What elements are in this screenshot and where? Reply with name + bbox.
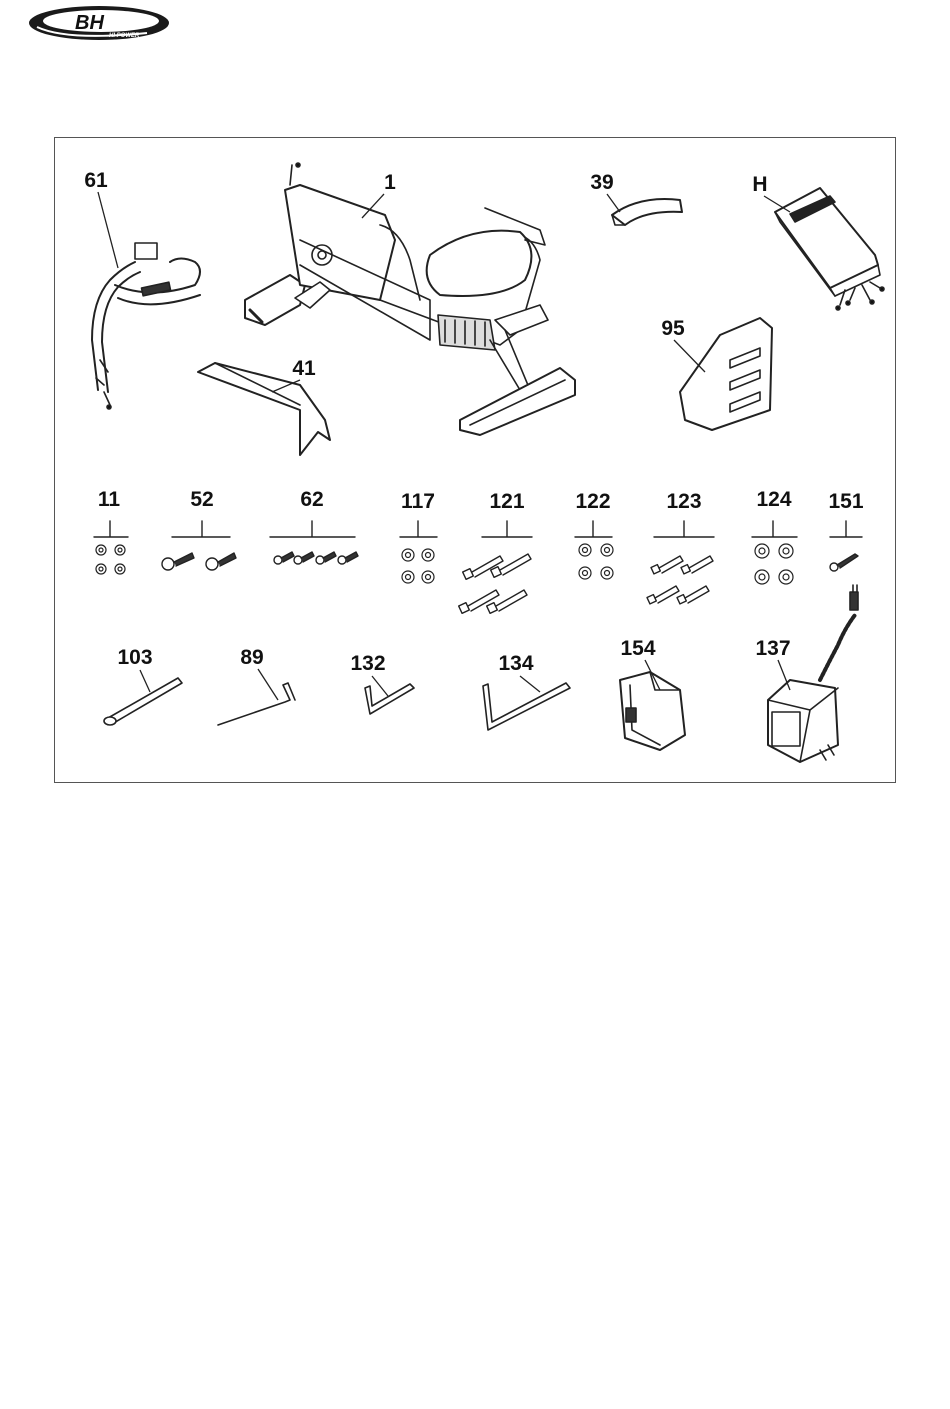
leader-lines [0,0,950,1409]
